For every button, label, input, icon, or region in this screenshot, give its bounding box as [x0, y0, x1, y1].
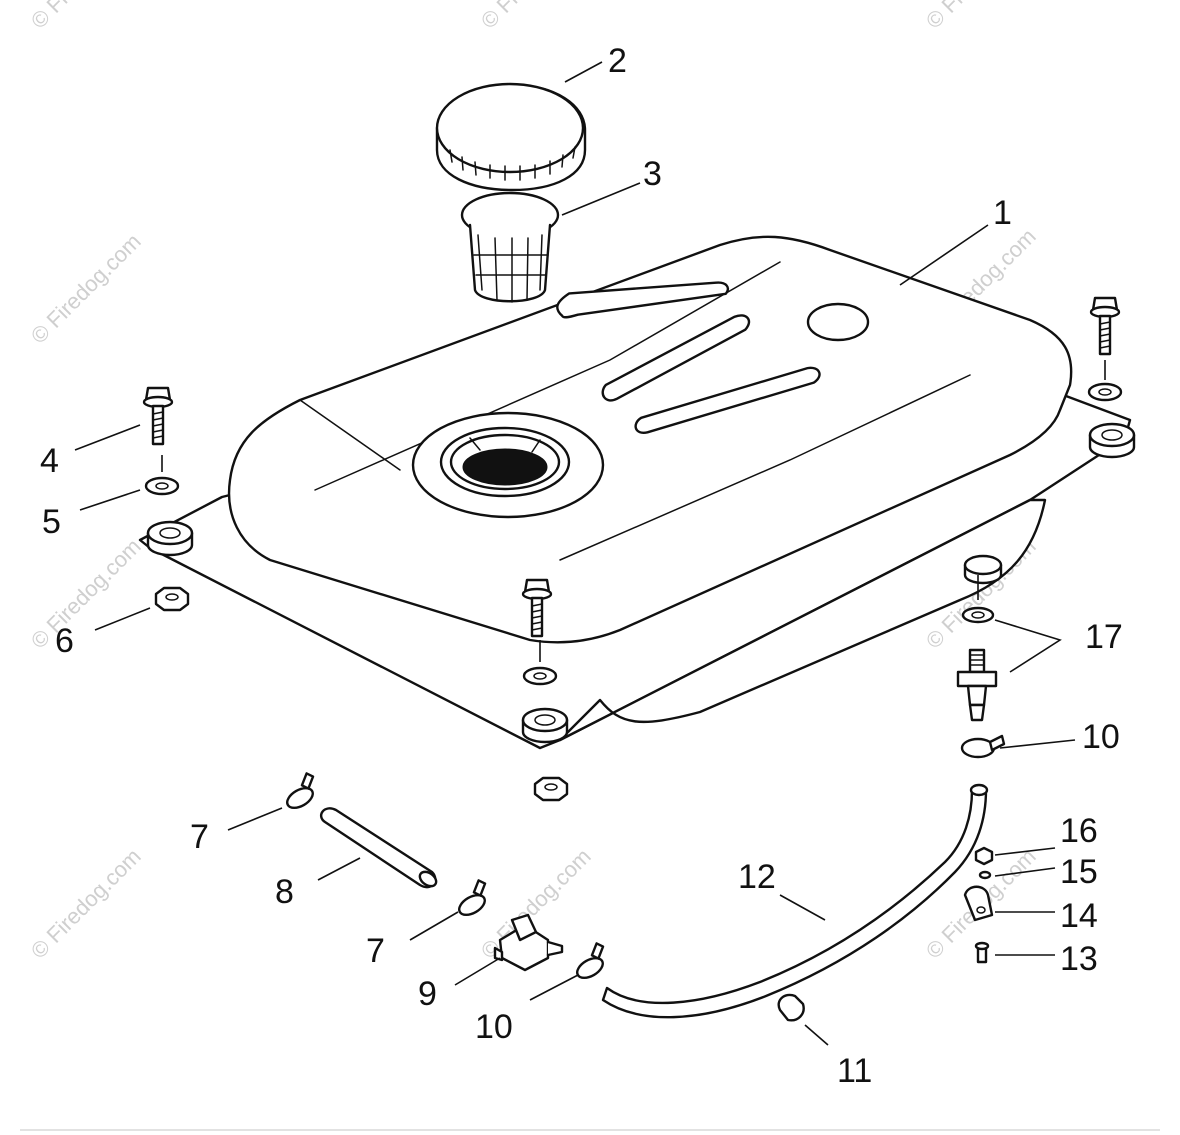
- hose-clamps: [286, 734, 1006, 980]
- watermark: © Firedog.com: [476, 0, 596, 34]
- callout-5: 5: [42, 503, 61, 541]
- callout-16: 16: [1060, 812, 1098, 850]
- callout-1: 1: [993, 194, 1012, 232]
- bolts: [142, 296, 1121, 638]
- washers: [144, 382, 1123, 686]
- leader-lines: [74, 61, 1106, 1046]
- callout-7b: 7: [366, 932, 385, 970]
- fuel-hose: [601, 783, 989, 1019]
- callout-9: 9: [418, 975, 437, 1013]
- callout-17: 17: [1085, 618, 1123, 656]
- watermark: © Firedog.com: [26, 534, 146, 654]
- callouts: 1 2 3 4 5 6 7 8 7 9 10 17 10 16 15 14 13…: [40, 42, 1123, 1090]
- callout-15: 15: [1060, 853, 1098, 891]
- callout-6: 6: [55, 622, 74, 660]
- nuts: [154, 586, 569, 802]
- callout-14: 14: [1060, 897, 1098, 935]
- fuel-valve: [493, 913, 564, 972]
- fuel-cap: [435, 82, 587, 192]
- callout-8: 8: [275, 873, 294, 911]
- callout-2: 2: [608, 42, 627, 80]
- callout-4: 4: [40, 442, 59, 480]
- short-hose: [320, 807, 438, 889]
- hose-clip: [777, 993, 805, 1022]
- callout-3: 3: [643, 155, 662, 193]
- watermark: © Firedog.com: [26, 0, 146, 34]
- watermark: © Firedog.com: [921, 0, 1041, 34]
- grommets: [146, 422, 1136, 744]
- callout-10a: 10: [475, 1008, 513, 1046]
- callout-12: 12: [738, 858, 776, 896]
- fuel-tank: [138, 235, 1132, 750]
- callout-11: 11: [837, 1052, 872, 1090]
- callout-10b: 10: [1082, 718, 1120, 756]
- callout-13: 13: [1060, 940, 1098, 978]
- fuel-outlet-fitting: [956, 648, 998, 722]
- fuel-strainer: [460, 191, 560, 303]
- watermark: © Firedog.com: [26, 229, 146, 349]
- watermark: © Firedog.com: [26, 844, 146, 964]
- callout-7a: 7: [190, 818, 209, 856]
- small-hardware: [963, 846, 994, 964]
